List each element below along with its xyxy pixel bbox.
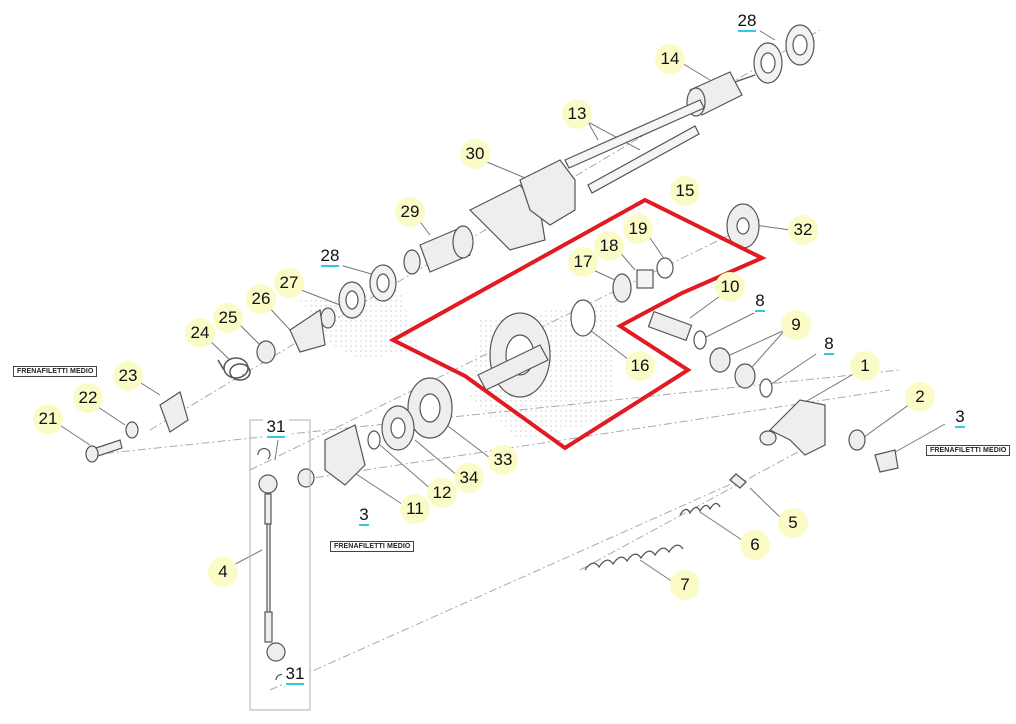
part-28-top-bearings (753, 24, 815, 84)
note-threadlocker-bottom: FRENAFILETTI MEDIO (330, 541, 415, 552)
label-part-22: 22 (73, 383, 103, 413)
label-part-10: 10 (715, 272, 745, 302)
label-part-9: 9 (781, 310, 811, 340)
label-part-6: 6 (740, 530, 770, 560)
label-part-31a-text: 31 (266, 417, 286, 438)
label-part-8a: 8 (747, 291, 773, 313)
part-13-rods (564, 99, 705, 194)
label-part-15: 15 (670, 176, 700, 206)
label-part-31b: 31 (282, 664, 308, 686)
label-part-14: 14 (655, 44, 685, 74)
highlight-gear-group (477, 203, 760, 398)
leader-lines (54, 27, 946, 583)
label-part-28b: 28 (317, 246, 343, 268)
part-8-9-bearings (693, 330, 773, 398)
part-5-6-7-springs (584, 473, 747, 571)
label-part-3b-text: 3 (359, 505, 369, 526)
label-part-28a: 28 (734, 11, 760, 33)
label-part-17: 17 (568, 247, 598, 277)
label-part-34: 34 (454, 463, 484, 493)
label-part-30: 30 (460, 139, 490, 169)
label-part-27: 27 (274, 268, 304, 298)
label-part-25: 25 (213, 303, 243, 333)
label-part-1: 1 (850, 351, 880, 381)
label-part-16: 16 (625, 351, 655, 381)
label-part-31a: 31 (263, 417, 289, 439)
label-part-3a-text: 3 (955, 407, 965, 428)
part-27-26 (256, 307, 336, 364)
part-23-22-21 (85, 391, 189, 463)
label-part-28a-text: 28 (737, 11, 757, 32)
label-part-21: 21 (33, 404, 63, 434)
label-part-3a: 3 (947, 407, 973, 429)
label-part-31b-text: 31 (285, 664, 305, 685)
note-threadlocker-left: FRENAFILETTI MEDIO (13, 366, 98, 377)
housing-shadow-left (300, 290, 420, 360)
label-part-24: 24 (185, 318, 215, 348)
part-29-drum (403, 225, 474, 275)
label-part-13: 13 (562, 99, 592, 129)
label-part-19: 19 (623, 214, 653, 244)
part-30-forks (468, 159, 576, 251)
label-part-12: 12 (427, 478, 457, 508)
label-part-8b-text: 8 (824, 334, 834, 355)
part-1-2-3 (759, 399, 899, 473)
part-4-rod (249, 419, 311, 711)
part-24-spring (217, 357, 251, 381)
part-33-34-12-11 (297, 377, 453, 488)
label-part-11: 11 (400, 494, 430, 524)
label-part-28b-text: 28 (320, 246, 340, 267)
label-part-7: 7 (670, 570, 700, 600)
label-part-8b: 8 (816, 334, 842, 356)
part-28-mid-bearings (338, 264, 397, 319)
label-part-3b: 3 (351, 505, 377, 527)
label-part-23: 23 (113, 361, 143, 391)
label-part-8a-text: 8 (755, 291, 765, 312)
label-part-4: 4 (208, 557, 238, 587)
highlight-outline (388, 197, 767, 451)
label-part-5: 5 (778, 508, 808, 538)
label-part-26: 26 (246, 284, 276, 314)
label-part-32: 32 (788, 215, 818, 245)
label-part-29: 29 (395, 197, 425, 227)
label-part-18: 18 (594, 231, 624, 261)
label-part-33: 33 (488, 445, 518, 475)
label-part-2: 2 (905, 382, 935, 412)
note-threadlocker-right: FRENAFILETTI MEDIO (926, 445, 1011, 456)
